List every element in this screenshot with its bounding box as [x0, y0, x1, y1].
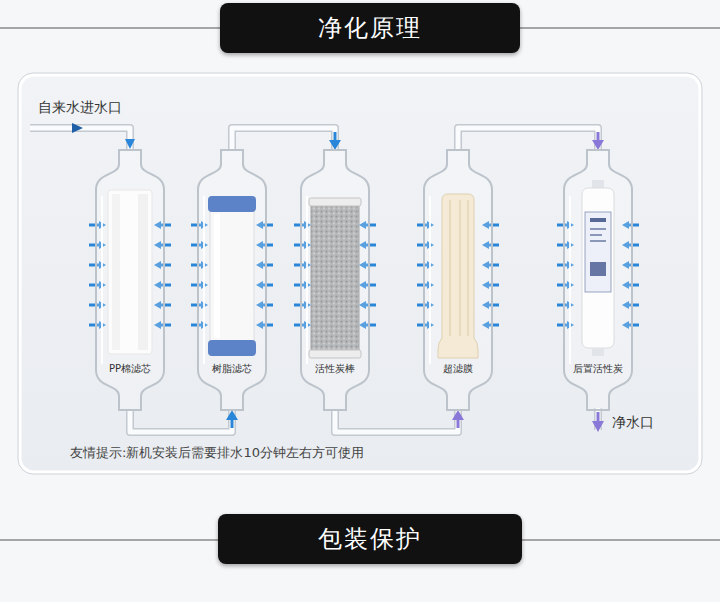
flow-arrowhead	[592, 140, 604, 150]
pipe-outline	[458, 128, 598, 150]
water-pipe	[458, 128, 604, 150]
housing-highlight	[101, 196, 103, 364]
section-band: 包装保护	[218, 514, 522, 564]
housing-highlight	[306, 196, 308, 364]
filter-label: 后置活性炭	[562, 362, 634, 376]
water-pipe	[335, 410, 464, 432]
water-pipe	[130, 410, 238, 432]
inlet-pipe	[30, 128, 130, 150]
filter-housing: 活性炭棒	[299, 150, 371, 410]
flow-arrow-shaft	[334, 132, 337, 141]
flow-arrowhead	[226, 410, 238, 420]
title: 净化原理	[318, 12, 422, 44]
port-label: 自来水进水口	[38, 99, 122, 117]
pipe-core	[335, 410, 458, 432]
flow-arrow	[592, 421, 604, 432]
water-pipe	[232, 128, 341, 150]
pipe-outline	[130, 410, 232, 432]
flow-arrow-shaft	[231, 419, 234, 428]
pipe-outline	[232, 128, 335, 150]
flow-arrowhead	[329, 140, 341, 150]
filter-label: PP棉滤芯	[94, 362, 166, 376]
port-label: 净水口	[612, 414, 654, 432]
pipe-core	[458, 128, 598, 150]
housing-highlight	[203, 196, 205, 364]
housing-highlight	[569, 196, 571, 364]
title-band: 净化原理	[220, 3, 520, 53]
pipe-core	[130, 410, 232, 432]
panel-edge	[18, 73, 702, 474]
flow-arrow-shaft	[457, 419, 460, 428]
filter-housing: PP棉滤芯	[94, 150, 166, 410]
filter-housing: 超滤膜	[422, 150, 494, 410]
flow-arrowhead	[452, 410, 464, 420]
housing-highlight	[429, 196, 431, 364]
filter-label: 树脂滤芯	[196, 362, 268, 376]
filter-housing: 树脂滤芯	[196, 150, 268, 410]
filter-label: 超滤膜	[422, 362, 494, 376]
note-text: 友情提示:新机安装后需要排水10分钟左右方可使用	[70, 444, 364, 462]
flow-arrow	[125, 139, 135, 149]
filter-label: 活性炭棒	[299, 362, 371, 376]
flow-arrow-shaft	[597, 132, 600, 141]
section-heading: 包装保护	[318, 523, 422, 555]
filter-housing: 后置活性炭	[562, 150, 634, 410]
pipe-core	[232, 128, 335, 150]
panel	[20, 75, 700, 472]
pipe-outline	[335, 410, 458, 432]
inlet-pipe	[30, 128, 130, 150]
flow-arrow	[597, 412, 600, 422]
flow-arrow	[72, 123, 83, 133]
